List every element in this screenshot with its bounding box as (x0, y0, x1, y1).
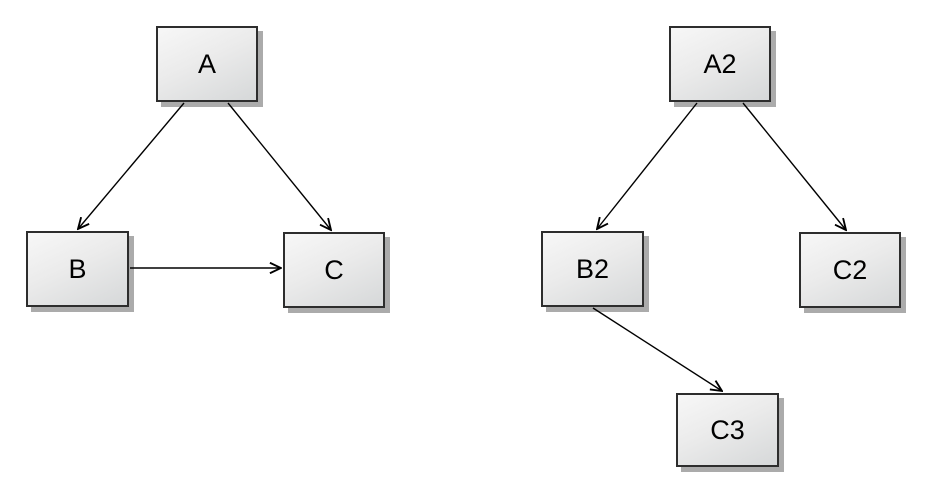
node-C3-label: C3 (710, 414, 745, 445)
node-B2[interactable]: B2 (541, 231, 644, 307)
node-A2-label: A2 (703, 48, 737, 79)
node-B-label: B (68, 253, 87, 284)
edge-A-B (78, 102, 185, 229)
node-A-label: A (197, 48, 216, 79)
node-A[interactable]: A (156, 26, 258, 102)
node-B2-label: B2 (575, 253, 610, 284)
node-C-label: C (324, 254, 344, 285)
node-C2-label: C2 (832, 254, 868, 285)
node-A2[interactable]: A2 (669, 26, 771, 102)
edge-A2-C2 (742, 102, 846, 230)
edge-B2-C3 (592, 307, 722, 391)
node-C[interactable]: C (283, 232, 385, 308)
node-C2[interactable]: C2 (799, 232, 901, 308)
node-C3[interactable]: C3 (676, 393, 779, 467)
node-B[interactable]: B (26, 231, 129, 307)
edge-A-C (227, 102, 331, 230)
edge-A2-B2 (597, 102, 698, 229)
